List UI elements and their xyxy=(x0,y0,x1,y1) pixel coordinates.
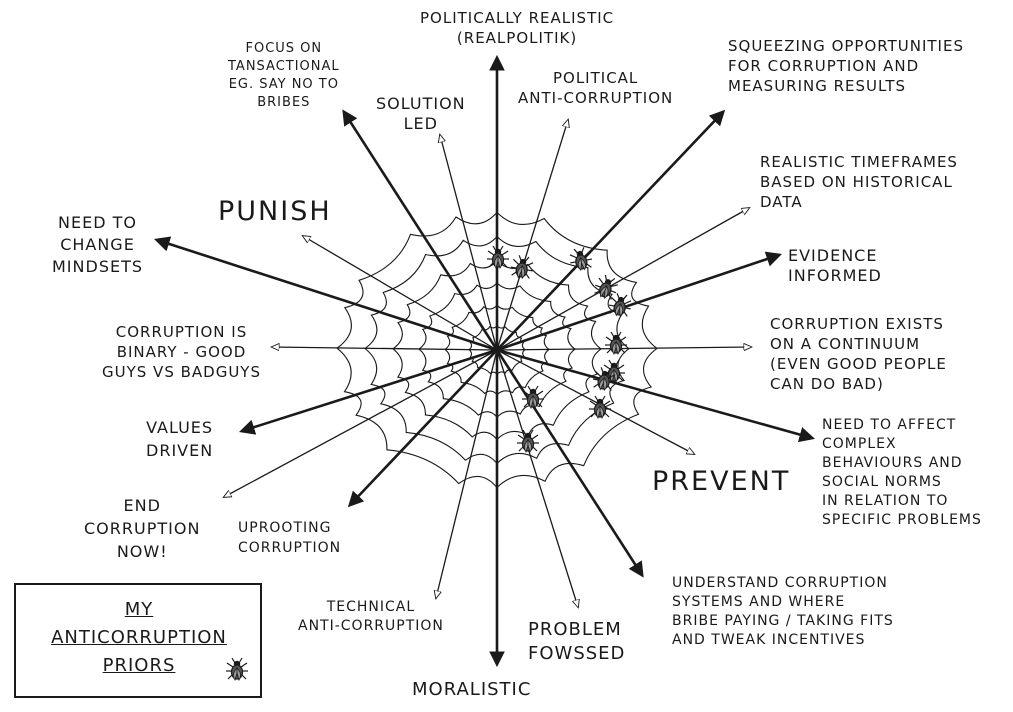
label-politically-realistic: POLITICALLY REALISTIC(REALPOLITIK) xyxy=(420,9,615,47)
legend-box xyxy=(14,583,262,698)
fly-icon xyxy=(522,385,544,409)
fly-icon xyxy=(487,245,509,269)
fly-icon xyxy=(589,395,611,419)
fly-icon xyxy=(510,255,534,280)
web-spoke-12 xyxy=(436,349,498,598)
web-spoke-20 xyxy=(440,135,498,351)
web-spoke-6 xyxy=(496,347,751,350)
web-spoke-18 xyxy=(303,236,498,351)
web-spoke-5 xyxy=(496,251,782,352)
fly-icon xyxy=(608,293,632,318)
fly-icon xyxy=(594,274,618,300)
flies xyxy=(487,245,632,453)
web-spoke-3 xyxy=(496,109,726,351)
web-spoke-7 xyxy=(496,348,816,443)
web-spoke-15 xyxy=(239,348,498,435)
web-spoke-19 xyxy=(342,109,499,351)
web-spoke-16 xyxy=(272,347,498,350)
web-spoke-14 xyxy=(224,349,498,497)
web-spokes xyxy=(154,54,816,668)
web-spoke-13 xyxy=(347,349,498,508)
web-spoke-10 xyxy=(496,349,578,607)
fly-icon xyxy=(569,247,593,272)
web-spoke-8 xyxy=(496,349,694,454)
label-moralistic: MORALISTIC xyxy=(412,679,532,700)
fly-icon xyxy=(517,429,539,453)
web-spoke-2 xyxy=(496,120,568,351)
web-spoke-9 xyxy=(495,349,644,578)
fly-icon xyxy=(605,331,627,355)
label-prevent: PREVENT xyxy=(652,466,791,497)
web-spoke-17 xyxy=(154,236,498,352)
fly-icon xyxy=(592,367,616,392)
fly-icon xyxy=(226,657,248,681)
label-punish: PUNISH xyxy=(218,196,332,227)
web-spoke-4 xyxy=(496,208,749,351)
